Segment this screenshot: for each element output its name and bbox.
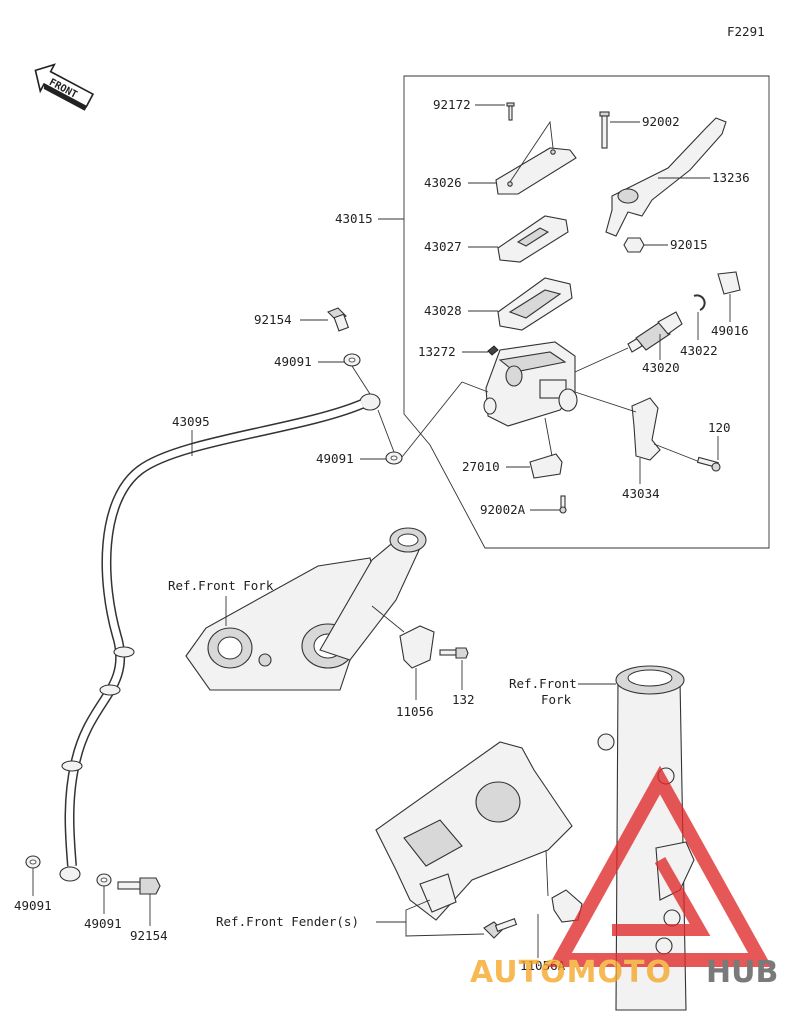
bolt-120	[696, 456, 721, 472]
automotohub-watermark: AUTOMOTO HUB	[470, 765, 778, 990]
clamp-43034	[631, 397, 661, 461]
label-43015: 43015	[335, 211, 373, 226]
switch-27010	[529, 453, 563, 479]
upper-triple-clamp	[185, 527, 427, 691]
fender-bolt	[483, 918, 518, 939]
label-11056: 11056	[396, 704, 434, 719]
part-13272	[487, 345, 499, 356]
label-43026: 43026	[424, 175, 462, 190]
label-49091-c: 49091	[14, 898, 52, 913]
label-92154-top: 92154	[254, 312, 292, 327]
brake-lever-13236	[605, 117, 727, 237]
assembly-box-43015	[403, 75, 770, 549]
watermark-text-b: HUB	[706, 955, 778, 990]
reservoir-cap-43026	[495, 147, 577, 195]
ref-front-fender: Ref.Front Fender(s)	[216, 914, 359, 929]
label-27010: 27010	[462, 459, 500, 474]
front-direction-icon: FRONT	[34, 63, 95, 111]
screw-92002A	[559, 495, 567, 514]
label-92015: 92015	[670, 237, 708, 252]
label-13236: 13236	[712, 170, 750, 185]
label-49016: 49016	[711, 323, 749, 338]
label-43022: 43022	[680, 343, 718, 358]
label-92172: 92172	[433, 97, 471, 112]
bolt-132	[439, 647, 469, 659]
banjo-bolt-92154-bottom	[117, 877, 161, 895]
label-120: 120	[708, 420, 731, 435]
screw-92172	[506, 102, 515, 121]
label-92002A: 92002A	[480, 502, 526, 517]
label-49091-d: 49091	[84, 916, 122, 931]
label-92002: 92002	[642, 114, 680, 129]
master-cylinder-body	[483, 341, 578, 427]
label-13272: 13272	[418, 344, 456, 359]
front-fender	[375, 741, 573, 921]
label-43020: 43020	[642, 360, 680, 375]
nut-92015	[623, 237, 645, 253]
figure-code: F2291	[727, 24, 765, 39]
piston-kit-43020	[627, 311, 683, 353]
ref-front-fork-b-line1: Ref.Front	[509, 676, 577, 691]
watermark-text-a: AUTOMOTO	[470, 955, 672, 990]
bracket-11056	[399, 625, 435, 669]
ref-front-fork-a: Ref.Front Fork	[168, 578, 274, 593]
watermark-triangle-icon	[548, 765, 772, 967]
label-43027: 43027	[424, 239, 462, 254]
circlip-43022	[693, 294, 706, 311]
boot-49016	[717, 271, 741, 295]
label-43095: 43095	[172, 414, 210, 429]
bolt-92002	[599, 111, 610, 149]
banjo-bolt-92154-top	[327, 307, 350, 332]
label-132: 132	[452, 692, 475, 707]
label-43028: 43028	[424, 303, 462, 318]
label-49091-a: 49091	[274, 354, 312, 369]
ref-front-fork-b-line2: Fork	[541, 692, 572, 707]
label-49091-b: 49091	[316, 451, 354, 466]
label-43034: 43034	[622, 486, 660, 501]
label-92154-bottom: 92154	[130, 928, 168, 943]
